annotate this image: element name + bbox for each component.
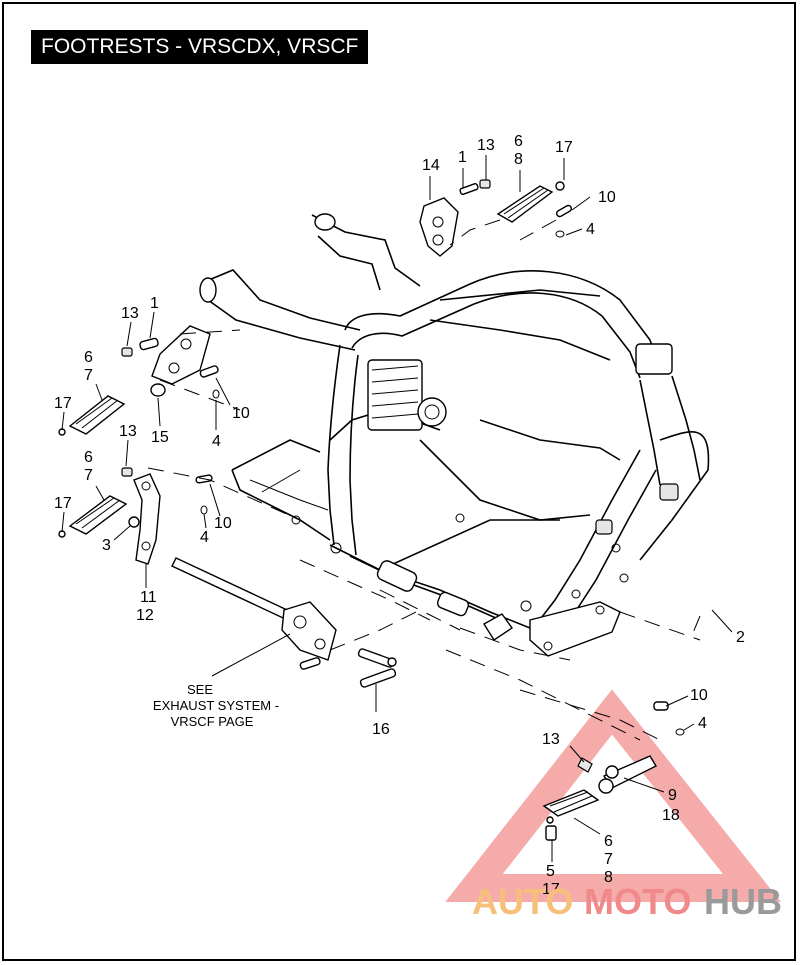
- callout-18: 18: [662, 807, 680, 824]
- callout-8: 8: [604, 869, 613, 886]
- motorcycle-frame: [199, 213, 710, 657]
- callout-17: 17: [54, 395, 72, 412]
- callout-6: 6: [84, 349, 93, 366]
- see-note-line3: VRSCF PAGE: [171, 714, 254, 729]
- callout-6: 6: [514, 133, 523, 150]
- callout-13: 13: [477, 137, 495, 154]
- callout-leader-lines: [61, 155, 733, 862]
- callout-6: 6: [84, 449, 93, 466]
- dashed-assembly-lines: [147, 219, 701, 741]
- callout-13: 13: [119, 423, 137, 440]
- callout-2: 2: [736, 629, 745, 646]
- callout-13: 13: [542, 731, 560, 748]
- callout-7: 7: [604, 851, 613, 868]
- callout-13: 13: [121, 305, 139, 322]
- left-passenger-footrest-assembly: [58, 325, 220, 436]
- watermark-hub: HUB: [704, 881, 782, 922]
- callout-9: 9: [668, 787, 677, 804]
- watermark-logo-text: AUTO MOTO HUB: [472, 881, 782, 922]
- callout-4: 4: [212, 433, 221, 450]
- watermark-logo-triangle: [445, 689, 782, 902]
- callout-16: 16: [372, 721, 390, 738]
- callout-15: 15: [151, 429, 169, 446]
- callout-4: 4: [200, 529, 209, 546]
- callout-10: 10: [690, 687, 708, 704]
- callout-5: 5: [546, 863, 555, 880]
- callout-10: 10: [232, 405, 250, 422]
- callout-11: 11: [140, 589, 157, 606]
- callout-7: 7: [84, 467, 93, 484]
- callout-17: 17: [555, 139, 573, 156]
- callout-6: 6: [604, 833, 613, 850]
- callout-labels: 14 1 13 6 8 17 10 4 13 1 6 7 17 15 10 4 …: [54, 133, 745, 898]
- callout-1: 1: [458, 149, 467, 166]
- callout-4: 4: [698, 715, 707, 732]
- callout-10: 10: [214, 515, 232, 532]
- watermark-moto: MOTO: [584, 881, 691, 922]
- callout-17: 17: [54, 495, 72, 512]
- callout-4: 4: [586, 221, 595, 238]
- callout-3: 3: [102, 537, 111, 554]
- see-note-line1: SEE: [187, 682, 213, 697]
- rider-footrest-assembly: [542, 701, 685, 841]
- lower-left-footrest-assembly: [58, 467, 397, 688]
- callout-7: 7: [84, 367, 93, 384]
- see-note-line2: EXHAUST SYSTEM -: [153, 698, 279, 713]
- diagram-title: FOOTRESTS - VRSCDX, VRSCF: [31, 30, 369, 64]
- see-exhaust-note: SEE EXHAUST SYSTEM - VRSCF PAGE: [153, 682, 279, 729]
- callout-10: 10: [598, 189, 616, 206]
- callout-12: 12: [136, 607, 154, 624]
- callout-8: 8: [514, 151, 523, 168]
- top-passenger-footrest-assembly: [419, 179, 573, 257]
- callout-14: 14: [422, 157, 440, 174]
- callout-17: 17: [542, 881, 560, 898]
- callout-1: 1: [150, 295, 159, 312]
- watermark-auto: AUTO: [472, 881, 573, 922]
